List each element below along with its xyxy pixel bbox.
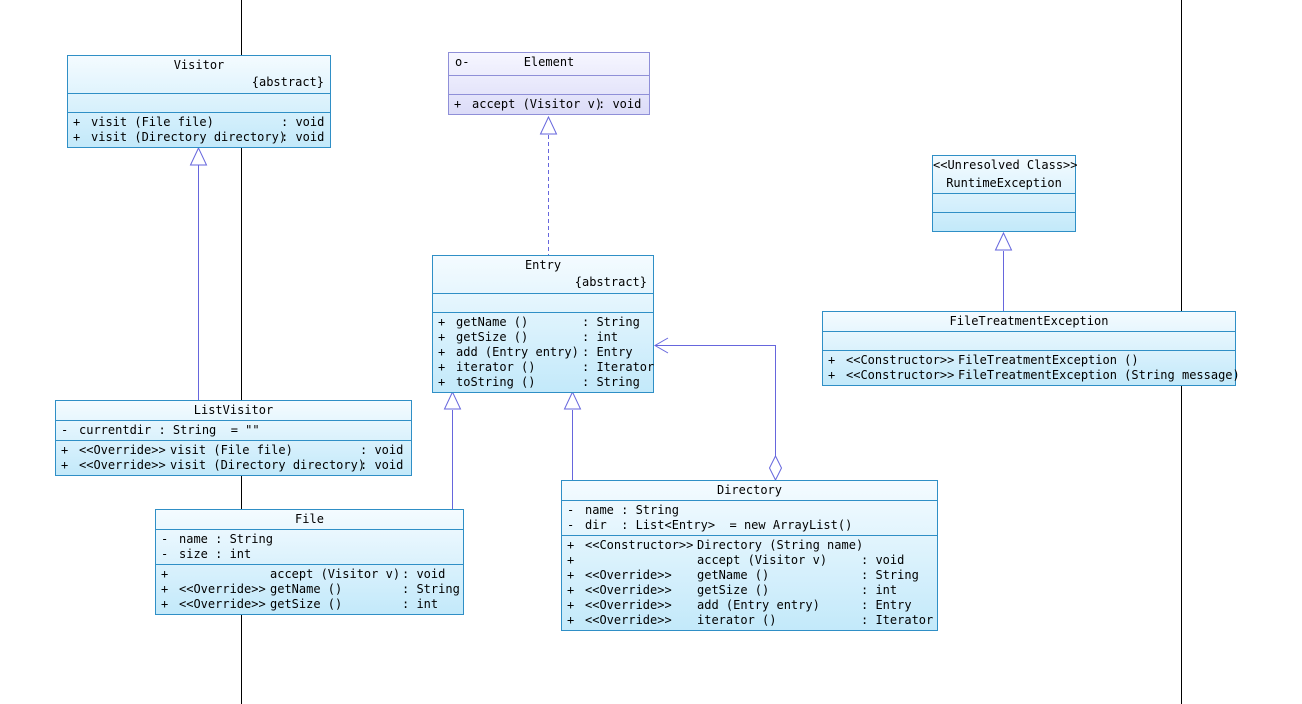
methods-section: +<<Constructor>>FileTreatmentException (… [823, 351, 1240, 385]
method-row: +<<Constructor>>FileTreatmentException (… [828, 353, 1139, 367]
attributes-section: -name : String -size : int [156, 530, 463, 565]
methods-section: +<<Override>>visit (File file): void +<<… [56, 441, 411, 475]
method-row: + visit (File file) : void [73, 115, 325, 129]
method-row: +getName (): String [438, 315, 640, 329]
generalization-directory-entry [563, 390, 582, 480]
class-name: FileTreatmentException [949, 314, 1109, 328]
methods-section: + accept (Visitor v) : void [449, 95, 649, 114]
class-header: FileTreatmentException [823, 312, 1235, 332]
attributes-section: -name : String -dir : List<Entry> = new … [562, 501, 937, 536]
method-row: +iterator (): Iterator [438, 360, 655, 374]
class-header: o- Element [449, 53, 649, 76]
method-row: +<<Override>>getName (): String [161, 582, 460, 596]
aggregation-directory-entry [653, 337, 783, 482]
method-row: + accept (Visitor v) : void [454, 97, 642, 111]
attribute-row: -name : String [567, 503, 679, 517]
methods-section: + visit (File file) : void + visit (Dire… [68, 113, 330, 147]
methods-section: +getName (): String +getSize (): int +ad… [433, 313, 655, 392]
attribute-row: -dir : List<Entry> = new ArrayList() [567, 518, 853, 532]
interface-icon: o- [455, 55, 470, 69]
class-directory[interactable]: Directory -name : String -dir : List<Ent… [561, 480, 938, 631]
class-name: Element [523, 55, 575, 69]
attribute-row: -size : int [161, 547, 252, 561]
method-row: +getSize (): int [438, 330, 619, 344]
class-header: Visitor {abstract} [68, 56, 330, 94]
class-listvisitor[interactable]: ListVisitor -currentdir : String = "" +<… [55, 400, 412, 476]
methods-section: +accept (Visitor v): void +<<Override>>g… [156, 565, 463, 614]
method-row: +<<Override>>visit (Directory directory)… [61, 458, 404, 472]
class-filetreatmentexception[interactable]: FileTreatmentException +<<Constructor>>F… [822, 311, 1240, 386]
class-entry[interactable]: Entry {abstract} +getName (): String +ge… [432, 255, 654, 393]
attributes-section [823, 332, 1235, 351]
method-row: +<<Override>>add (Entry entry): Entry [567, 598, 912, 612]
attributes-section [449, 76, 649, 95]
method-row: +accept (Visitor v): void [161, 567, 446, 581]
class-file[interactable]: File -name : String -size : int +accept … [155, 509, 464, 615]
class-name: File [295, 512, 324, 526]
class-header: File [156, 510, 463, 530]
method-row: +<<Override>>iterator (): Iterator [567, 613, 934, 627]
interface-element[interactable]: o- Element + accept (Visitor v) : void [448, 52, 650, 115]
method-row: +<<Override>>getSize (): int [567, 583, 898, 597]
method-row: +<<Override>>getName (): String [567, 568, 919, 582]
class-header: ListVisitor [56, 401, 411, 421]
method-row: +<<Override>>getSize (): int [161, 597, 439, 611]
method-row: + visit (Directory directory) : void [73, 130, 325, 144]
generalization-file-entry [443, 390, 462, 509]
attributes-section [933, 194, 1075, 213]
generalization-fte-runtimeexception [994, 231, 1013, 311]
class-name: ListVisitor [193, 403, 274, 417]
realization-entry-element [539, 115, 558, 255]
methods-section [933, 213, 1075, 231]
abstract-tag: {abstract} [251, 75, 324, 89]
class-name: RuntimeException [946, 176, 1062, 190]
generalization-listvisitor-visitor [189, 146, 208, 400]
class-header: Entry {abstract} [433, 256, 653, 294]
method-row: +toString (): String [438, 375, 640, 389]
method-row: +<<Override>>visit (File file): void [61, 443, 404, 457]
class-header: Directory [562, 481, 937, 501]
method-row: +accept (Visitor v): void [567, 553, 905, 567]
class-header: <<Unresolved Class>> RuntimeException [933, 156, 1078, 194]
method-row: +<<Constructor>>FileTreatmentException (… [828, 368, 1240, 382]
method-row: +add (Entry entry): Entry [438, 345, 633, 359]
attributes-section: -currentdir : String = "" [56, 421, 411, 441]
attribute-row: -name : String [161, 532, 273, 546]
class-name: Entry [524, 258, 562, 272]
abstract-tag: {abstract} [574, 275, 647, 289]
method-row: +<<Constructor>>Directory (String name) [567, 538, 864, 552]
attributes-section [433, 294, 653, 313]
attributes-section [68, 94, 330, 113]
stereotype-label: <<Unresolved Class>> [933, 158, 1078, 172]
methods-section: +<<Constructor>>Directory (String name) … [562, 536, 937, 630]
class-runtimeexception[interactable]: <<Unresolved Class>> RuntimeException [932, 155, 1078, 232]
class-name: Directory [716, 483, 783, 497]
class-name: Visitor [173, 58, 225, 72]
class-visitor[interactable]: Visitor {abstract} + visit (File file) :… [67, 55, 331, 148]
attribute-row: -currentdir : String = "" [61, 423, 260, 437]
